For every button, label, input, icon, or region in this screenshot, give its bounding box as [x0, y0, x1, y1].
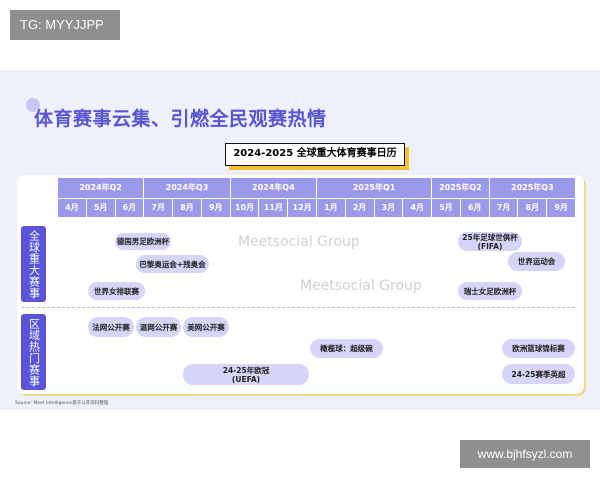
month-header: 11月	[259, 199, 288, 217]
event-pill: 法网公开赛	[88, 317, 134, 337]
event-pill: 温网公开赛	[136, 317, 181, 337]
month-header: 7月	[144, 199, 173, 217]
event-pill: 德国男足欧洲杯	[115, 233, 171, 250]
quarter-header: 2025年Q2	[432, 178, 489, 198]
event-pill: 美网公开赛	[183, 317, 229, 337]
month-header: 4月	[58, 199, 86, 217]
quarter-header: 2025年Q1	[317, 178, 432, 198]
event-pill: 欧洲篮球锦标赛	[502, 339, 575, 358]
quarter-header: 2024年Q4	[230, 178, 316, 198]
event-pill: 世界运动会	[508, 252, 565, 271]
month-header: 10月	[230, 199, 259, 217]
month-header: 12月	[288, 199, 316, 217]
month-header: 2月	[345, 199, 374, 217]
quarter-header: 2024年Q2	[58, 178, 144, 198]
event-pill: 24-25赛季英超	[502, 364, 575, 384]
tg-tag: TG: MYYJJPP	[10, 10, 120, 40]
event-pill: 24-25年欧冠 (UEFA)	[183, 364, 309, 385]
month-header: 8月	[173, 199, 201, 217]
calendar-title: 2024-2025 全球重大体育赛事日历	[225, 143, 405, 166]
month-header: 9月	[547, 199, 575, 217]
watermark: Meetsocial Group	[238, 234, 360, 250]
month-header: 7月	[489, 199, 518, 217]
source-note: Source: Meet Intelligence基于公开资料整理	[15, 401, 109, 406]
event-pill: 瑞士女足欧洲杯	[458, 282, 522, 300]
month-header: 9月	[201, 199, 230, 217]
event-pill: 世界女排联赛	[88, 282, 145, 300]
month-header: 8月	[518, 199, 547, 217]
month-header: 4月	[403, 199, 432, 217]
title-dot-decoration	[26, 98, 40, 112]
event-pill: 橄榄球：超级碗	[310, 339, 383, 358]
month-header: 1月	[317, 199, 345, 217]
month-header: 5月	[86, 199, 115, 217]
month-header: 6月	[460, 199, 489, 217]
quarter-header: 2024年Q3	[144, 178, 230, 198]
event-pill: 巴黎奥运会+残奥会	[136, 255, 209, 273]
site-url: www.bjhfsyzl.com	[460, 440, 590, 468]
page-title: 体育赛事云集、引燃全民观赛热情	[34, 108, 327, 130]
month-header: 5月	[432, 199, 460, 217]
month-header: 6月	[115, 199, 144, 217]
watermark: Meetsocial Group	[300, 278, 422, 294]
quarter-header: 2025年Q3	[489, 178, 575, 198]
month-header: 3月	[374, 199, 403, 217]
section-label-global: 全球重大赛事	[21, 226, 46, 302]
section-divider	[22, 307, 575, 308]
section-label-regional: 区域热门赛事	[21, 314, 46, 390]
event-pill: 25年足球世俱杯 (FIFA)	[458, 232, 522, 251]
